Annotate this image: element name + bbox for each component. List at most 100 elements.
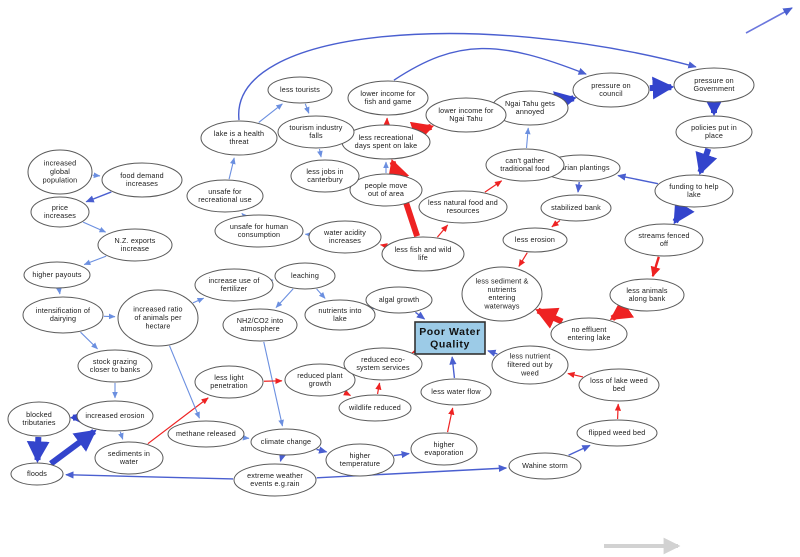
node-less_tourists[interactable]: less tourists (267, 76, 333, 104)
node-climate_change[interactable]: climate change (250, 428, 322, 456)
node-shape (101, 162, 183, 198)
node-methane_released[interactable]: methane released (167, 420, 245, 448)
top-right-blue-arrow (745, 7, 793, 34)
node-shape (304, 299, 376, 331)
node-leaching[interactable]: leaching (274, 262, 336, 290)
edge-less_erosion-to-less_sediment_nutrients (518, 252, 528, 267)
node-floods[interactable]: floods (10, 462, 64, 486)
node-shape (97, 228, 173, 262)
node-shape (508, 452, 582, 480)
edge-climate_change-to-higher_temperature (316, 446, 328, 454)
node-wildlife_reduced[interactable]: wildlife reduced (338, 394, 412, 422)
edge-methane_released-to-climate_change (242, 434, 250, 441)
edge-cant_gather_traditional_food-to-ngai_tahu_gets_annoyed (524, 127, 531, 149)
node-shape (277, 115, 355, 149)
node-shape (673, 67, 755, 103)
node-shape (194, 365, 264, 399)
node-stabilized_bank[interactable]: stabilized bank (540, 194, 612, 222)
edge-food_demand_increases-to-price_increases (85, 191, 112, 203)
node-higher_payouts[interactable]: higher payouts (23, 261, 91, 289)
node-shape (418, 190, 508, 224)
node-shape (485, 148, 565, 182)
edge-blocked_tributaries-to-floods (26, 436, 50, 464)
node-flipped_weed_bed[interactable]: flipped weed bed (576, 419, 658, 447)
node-less_water_flow[interactable]: less water flow (420, 378, 492, 406)
node-shape (27, 149, 93, 195)
node-shape (22, 296, 104, 334)
node-shape (381, 236, 465, 272)
node-shape (308, 220, 382, 254)
node-reduced_ecosystem_services[interactable]: reduced eco-system services (343, 347, 423, 381)
edge-less_fish_and_wild_life-to-less_natural_food_resources (436, 224, 449, 238)
edge-lower_income_fish_and_game-to-pressure_on_council (393, 47, 587, 81)
node-less_erosion[interactable]: less erosion (502, 227, 568, 253)
node-shape (343, 347, 423, 381)
edge-pressure_on_council-to-pressure_on_government (649, 76, 675, 100)
edge-flipped_weed_bed-to-loss_of_lake_weed_bed (614, 403, 622, 420)
node-shape (491, 345, 569, 385)
node-shape (347, 80, 429, 116)
edge-riparian_plantings-to-stabilized_bank (575, 181, 583, 193)
node-shape (461, 266, 543, 322)
edge-sediments_in_water-to-less_light_penetration (147, 397, 209, 445)
node-shape (410, 432, 478, 466)
node-shape (576, 419, 658, 447)
node-shape (23, 261, 91, 289)
node-increased_erosion[interactable]: increased erosion (76, 400, 154, 432)
edge-increased_global_population-to-food_demand_increases (92, 172, 101, 179)
edge-floods-to-increased_erosion (49, 429, 97, 467)
edge-stabilized_bank-to-less_erosion (551, 220, 561, 228)
node-algal_growth[interactable]: algal growth (365, 286, 433, 314)
decoration-layer (604, 7, 793, 555)
edge-ngai_tahu_gets_annoyed-to-pressure_on_council (553, 91, 577, 114)
edge-no_effluent_entering_lake-to-less_sediment_nutrients (535, 307, 564, 329)
edge-increased_ratio_animals-to-methane_released (169, 345, 200, 419)
node-wahine_storm[interactable]: Wahine storm (508, 452, 582, 480)
node-shape (338, 394, 412, 422)
